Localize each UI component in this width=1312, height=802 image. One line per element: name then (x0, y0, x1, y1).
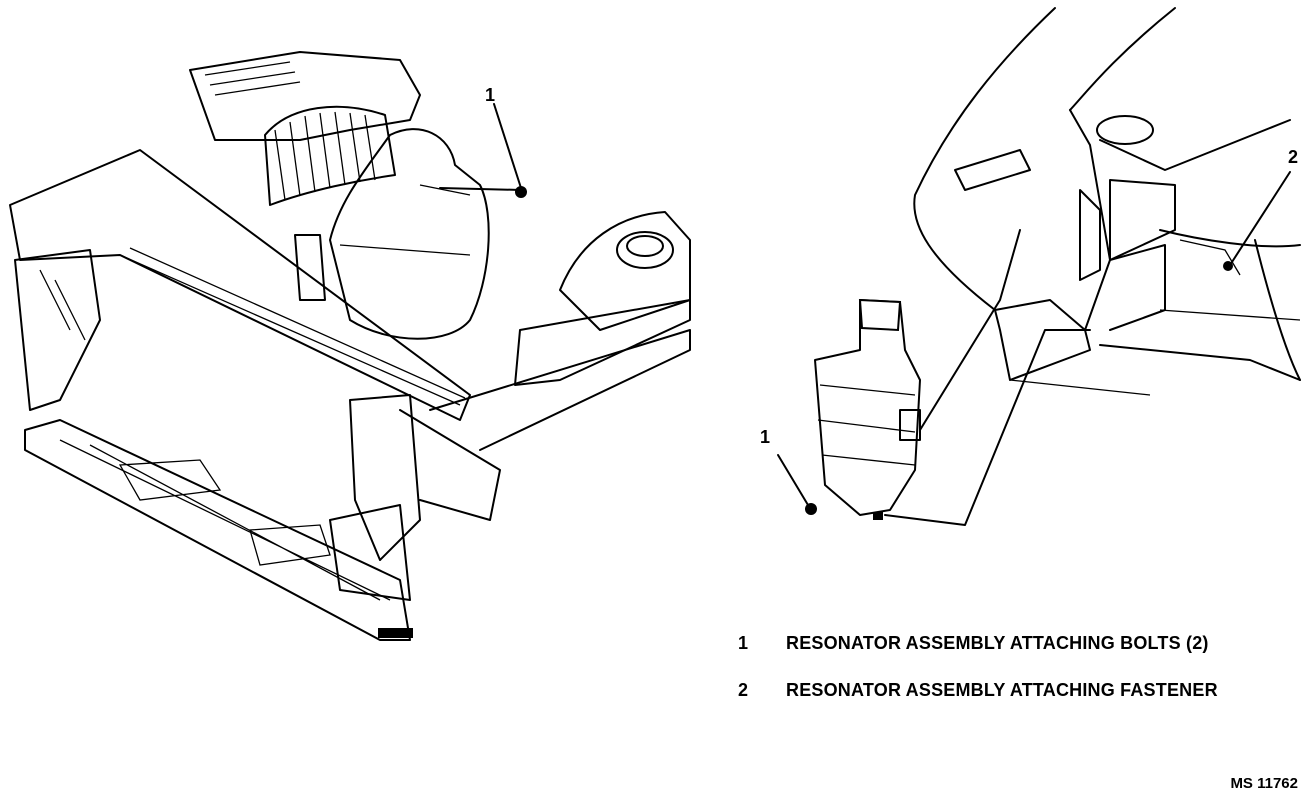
legend-number: 2 (738, 680, 749, 700)
callout-2-right: 2 (1288, 147, 1299, 167)
legend-text: RESONATOR ASSEMBLY ATTACHING BOLTS (2) (786, 633, 1209, 653)
callout-1-left: 1 (485, 85, 496, 105)
legend-number: 1 (738, 633, 749, 653)
left-engine-bay-illustration (9, 51, 691, 641)
legend-item-2: 2 RESONATOR ASSEMBLY ATTACHING FASTENER (738, 680, 1218, 701)
right-resonator-illustration (777, 7, 1301, 526)
legend-item-1: 1 RESONATOR ASSEMBLY ATTACHING BOLTS (2) (738, 633, 1209, 654)
legend-text: RESONATOR ASSEMBLY ATTACHING FASTENER (786, 680, 1218, 700)
callout-1-right: 1 (760, 427, 771, 447)
figure-id: MS 11762 (1230, 775, 1298, 792)
